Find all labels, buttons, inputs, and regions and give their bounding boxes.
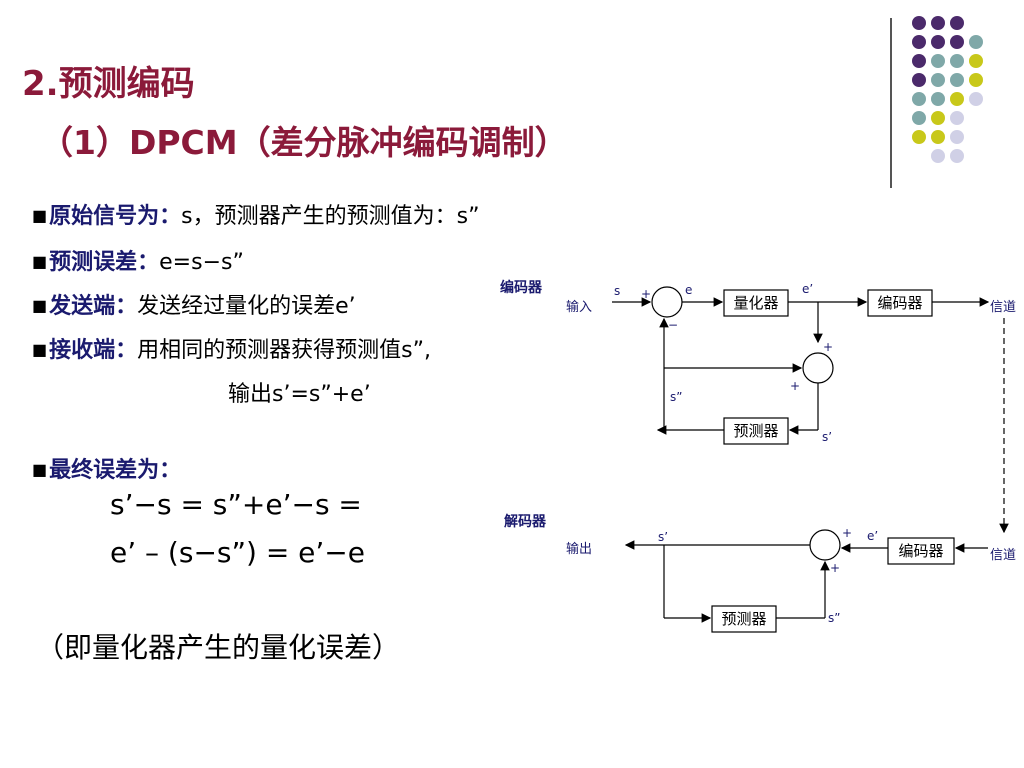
encoder-e-prime-label: e’ [802, 282, 813, 296]
decorative-dot [950, 92, 964, 106]
page-title: 2.预测编码 [22, 64, 195, 104]
encoder-adder [802, 352, 834, 384]
decoder-adder [809, 529, 841, 561]
decoder-predictor-label: 预测器 [721, 610, 766, 628]
bullet-square-icon: ■ [32, 460, 48, 479]
bullet-original-signal: ■原始信号为：s，预测器产生的预测值为：s” [32, 204, 480, 229]
encoder-plus-2: + [823, 340, 833, 354]
decorative-dot [931, 35, 945, 49]
encoder-subtractor [651, 286, 683, 318]
coder-label: 编码器 [877, 294, 922, 312]
decoder-box [887, 537, 955, 565]
decorative-dot [912, 130, 926, 144]
decorative-dot [950, 149, 964, 163]
encoder-predictor-box [723, 417, 789, 445]
decorative-dot [950, 111, 964, 125]
decoder-predictor-box [711, 605, 777, 633]
decorative-dot [969, 35, 983, 49]
decorative-dot [969, 54, 983, 68]
decoder-e-prime: e’ [867, 529, 878, 543]
quantizer-label: 量化器 [733, 294, 778, 312]
encoder-plus-1: + [641, 287, 651, 301]
decorative-dot [912, 35, 926, 49]
decorative-dot [931, 16, 945, 30]
decoder-plus-2: + [830, 561, 840, 575]
decoder-title: 解码器 [504, 513, 547, 530]
decoder-s-double-prime: s” [828, 611, 840, 625]
decorative-dot [950, 35, 964, 49]
quantizer-box [723, 289, 789, 317]
decorative-dot [931, 73, 945, 87]
encoder-s-double-prime: s” [670, 390, 682, 404]
bullet-square-icon: ■ [32, 296, 48, 315]
quantization-error-note: （即量化器产生的量化误差） [36, 631, 401, 664]
encoder-plus-3: + [790, 379, 800, 393]
decorative-divider [890, 18, 892, 188]
bullet-receiver: ■接收端：用相同的预测器获得预测值s”, [32, 338, 431, 363]
decorative-dot [931, 149, 945, 163]
decoder-box-label: 编码器 [898, 542, 943, 560]
encoder-input-label: 输入 [566, 299, 592, 315]
decorative-dot [931, 54, 945, 68]
encoder-minus: − [668, 318, 678, 332]
decorative-dot [912, 111, 926, 125]
decorative-dot [912, 16, 926, 30]
equation-line-1: s’−s = s”+e’−s = [110, 488, 362, 521]
decorative-dot [950, 73, 964, 87]
decorative-dot [912, 54, 926, 68]
decorative-dot [969, 92, 983, 106]
bullet-square-icon: ■ [32, 340, 48, 359]
decorative-dot [912, 92, 926, 106]
decorative-dot [950, 16, 964, 30]
coder-box [867, 289, 933, 317]
bullet-square-icon: ■ [32, 252, 48, 271]
encoder-predictor-label: 预测器 [733, 422, 778, 440]
decorative-dot [969, 73, 983, 87]
receiver-output-formula: 输出s’=s”+e’ [228, 382, 371, 407]
encoder-s-label: s [614, 284, 620, 298]
decorative-dot [912, 73, 926, 87]
decorative-dot [931, 92, 945, 106]
decorative-dot [950, 130, 964, 144]
page-subtitle: （1）DPCM（差分脉冲编码调制） [40, 123, 568, 162]
decoder-plus-1: + [842, 526, 852, 540]
encoder-title: 编码器 [500, 279, 543, 296]
decoder-channel-label: 信道 [990, 548, 1016, 563]
encoder-channel-label: 信道 [990, 300, 1016, 315]
decorative-dot [931, 111, 945, 125]
decorative-dot [931, 130, 945, 144]
encoder-e-label: e [685, 283, 692, 297]
bullet-sender: ■发送端：发送经过量化的误差e’ [32, 294, 356, 319]
encoder-s-prime: s’ [822, 430, 832, 444]
bullet-prediction-error: ■预测误差：e=s−s” [32, 250, 244, 275]
bullet-final-error: ■最终误差为： [32, 458, 182, 483]
bullet-square-icon: ■ [32, 206, 48, 225]
decoder-output-label: 输出 [566, 541, 592, 557]
equation-line-2: e’ – (s−s”) = e’−e [110, 536, 365, 569]
decorative-dot [950, 54, 964, 68]
decoder-s-prime: s’ [658, 530, 668, 544]
